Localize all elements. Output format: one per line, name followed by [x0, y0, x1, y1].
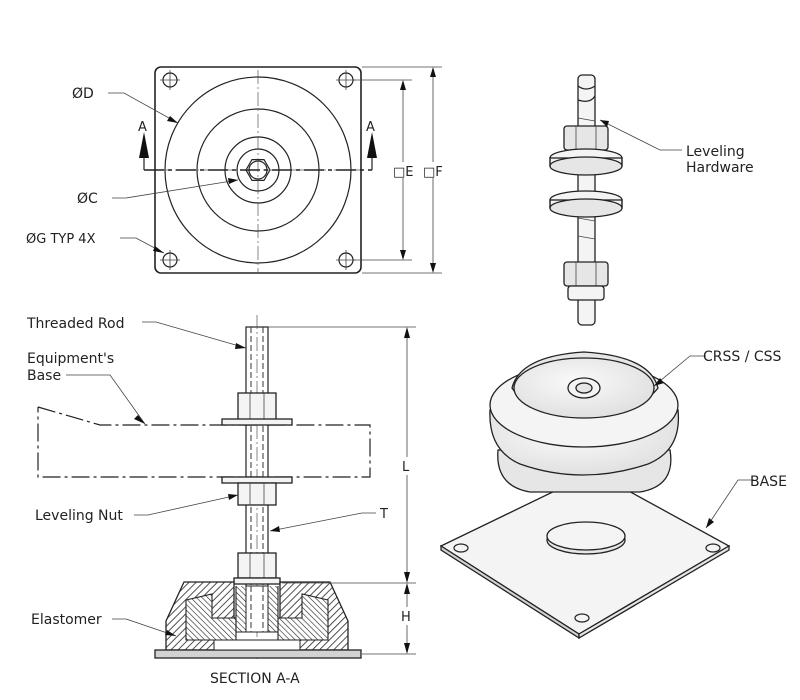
dia-g-label: ØG TYP 4X: [26, 232, 96, 247]
section-label-left: A: [138, 120, 147, 135]
crss-css-label: CRSS / CSS: [703, 349, 782, 365]
leveling-hardware-label-2: Hardware: [686, 160, 754, 176]
section-base-plate: [154, 649, 362, 659]
leveling-hardware: Leveling Hardware: [549, 74, 754, 326]
section-title: SECTION A-A: [210, 671, 300, 687]
section-arrow-right: [367, 132, 377, 158]
dim-h-label: H: [401, 610, 411, 625]
base-label: BASE: [750, 474, 787, 490]
dia-c-label: ØC: [77, 191, 98, 207]
section-view: L H Threaded Rod Equipment's Base Leveli…: [26, 315, 416, 687]
isometric-mount: CRSS / CSS BASE: [439, 349, 787, 640]
threaded-rod-label: Threaded Rod: [26, 316, 124, 332]
equipment-base-label-2: Base: [27, 368, 61, 384]
equipment-base-phantom: [37, 406, 371, 478]
dim-f-label: □F: [423, 165, 443, 180]
leveling-hardware-label-1: Leveling: [686, 144, 745, 160]
top-view: A A □E □F ØD ØC ØG TYP 4X: [26, 66, 446, 274]
dim-e-label: □E: [393, 165, 414, 180]
elastomer-label: Elastomer: [31, 612, 102, 628]
dim-l-label: L: [402, 460, 410, 475]
leveling-nut-label: Leveling Nut: [35, 508, 123, 524]
dim-t-label: T: [379, 507, 388, 522]
section-arrow-left: [139, 132, 149, 158]
dia-d-label: ØD: [72, 86, 94, 102]
section-label-right: A: [366, 120, 375, 135]
equipment-base-label-1: Equipment's: [27, 351, 114, 367]
